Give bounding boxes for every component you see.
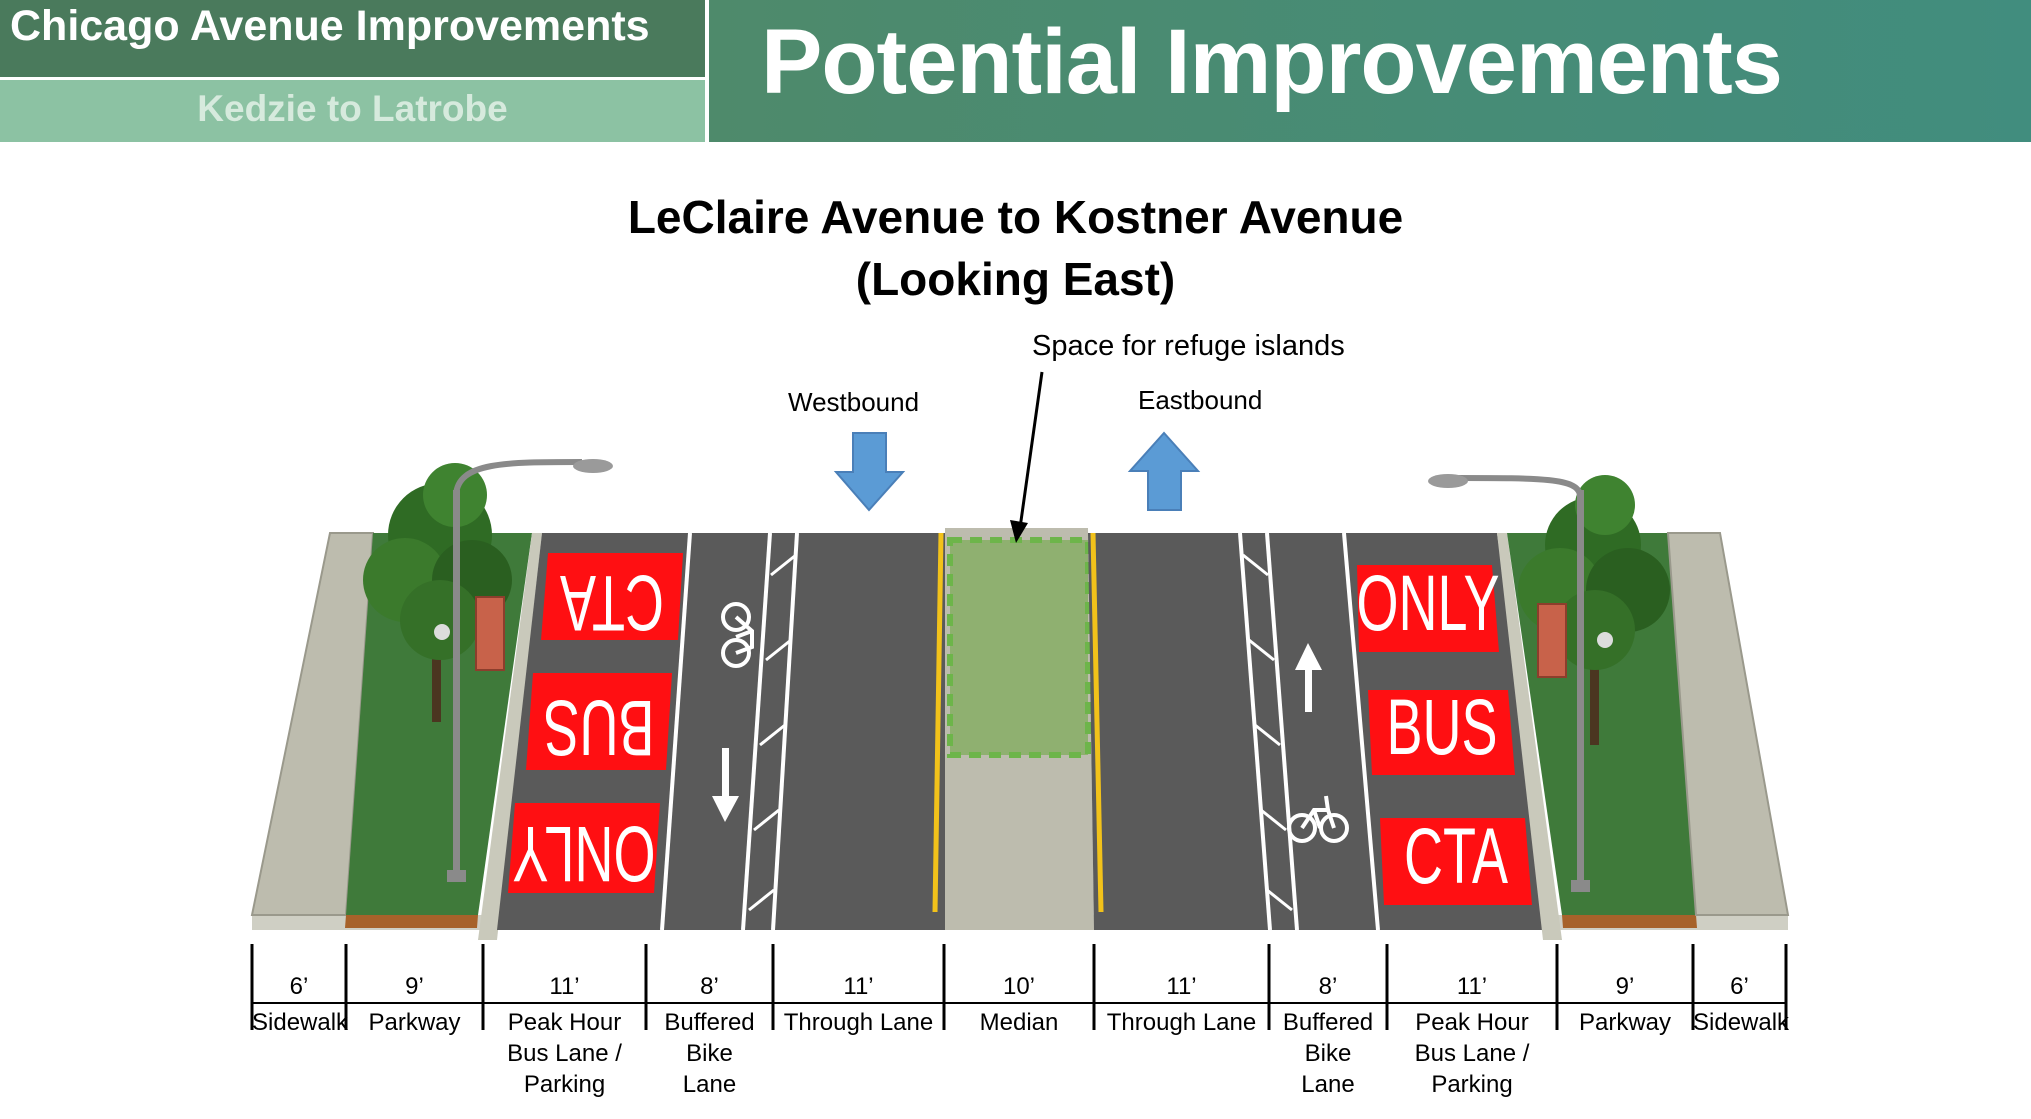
- wb-bike-arrow: [712, 748, 739, 822]
- eb-pavement-text-2: BUS: [1386, 684, 1497, 772]
- eb-bus-block-2: [1368, 690, 1515, 775]
- dim-label-bus-lane-left: Peak Hour Bus Lane / Parking: [507, 1009, 622, 1098]
- center-line-right: [1090, 532, 1104, 913]
- dim-label-bike-lane-left: Buffered Bike Lane: [664, 1009, 755, 1098]
- dim-width-sidewalk-left: 6’: [289, 973, 309, 1000]
- right-parkway-edge: [1562, 915, 1697, 928]
- wb-bus-block-3: [508, 803, 660, 893]
- eb-buffer-line: [1265, 532, 1299, 931]
- eb-bus-block-1: [1357, 565, 1499, 652]
- westbound-label: Westbound: [788, 387, 920, 417]
- dimension-ticks: [250, 944, 1788, 1030]
- wb-bus-block-1: [541, 553, 683, 640]
- wb-pavement-text-2: BUS: [543, 684, 654, 772]
- segment-bar: Kedzie to Latrobe: [0, 80, 705, 142]
- eb-bus-lane-line: [1342, 532, 1380, 931]
- right-sidewalk: [1666, 532, 1790, 916]
- dim-label-parkway-right: Parkway: [1578, 1009, 1672, 1036]
- diagram-subtitle: (Looking East): [855, 253, 1176, 305]
- wb-bus-block-2: [526, 673, 672, 770]
- westbound-arrow-icon: [833, 432, 906, 512]
- dim-label-bus-lane-right: Peak Hour Bus Lane / Parking: [1414, 1009, 1530, 1098]
- center-line-left: [932, 532, 944, 913]
- header-divider: [0, 77, 705, 80]
- callout-arrowhead: [1010, 520, 1028, 543]
- right-curb: [1497, 533, 1562, 940]
- wb-pavement-text-3: ONLY: [512, 810, 655, 898]
- header-separator: [705, 0, 709, 142]
- dim-label-bike-lane-right: Buffered Bike Lane: [1282, 1009, 1374, 1098]
- dim-width-sidewalk-right: 6’: [1730, 973, 1749, 1000]
- dim-width-through-lane-left: 11’: [843, 973, 874, 1000]
- eb-pavement-text-1: ONLY: [1356, 560, 1499, 648]
- dim-width-median: 10’: [1002, 973, 1036, 1000]
- eb-bus-block-3: [1380, 818, 1532, 905]
- refuge-island-area: [947, 537, 1091, 758]
- dim-width-parkway-right: 9’: [1615, 973, 1635, 1000]
- dim-label-parkway-left: Parkway: [368, 1009, 461, 1036]
- dim-width-parkway-left: 9’: [405, 973, 424, 1000]
- right-street-light: [1428, 474, 1613, 892]
- segment-label: Kedzie to Latrobe: [197, 88, 508, 129]
- dim-width-bus-lane-right: 11’: [1456, 973, 1488, 1000]
- wb-bike-icon: [721, 602, 754, 668]
- left-street-light: [434, 459, 613, 882]
- dim-width-bus-lane-left: 11’: [549, 973, 580, 1000]
- left-curb: [478, 533, 542, 940]
- eb-buffer-hatching: [1242, 553, 1293, 912]
- wb-bike-lane-line: [741, 532, 772, 931]
- dim-width-through-lane-right: 11’: [1166, 973, 1197, 1000]
- eb-bike-lane-line: [1238, 532, 1272, 931]
- dim-label-through-lane-right: Through Lane: [1106, 1009, 1257, 1036]
- refuge-island-callout: Space for refuge islands: [1032, 330, 1345, 362]
- eastbound-arrow-icon: [1127, 431, 1201, 511]
- project-title-bar: Chicago Avenue Improvements: [0, 0, 705, 77]
- eb-pavement-text-3: CTA: [1404, 813, 1509, 901]
- callout-arrow-line: [1018, 371, 1044, 529]
- eastbound-label: Eastbound: [1138, 385, 1263, 415]
- page-title-bar: Potential Improvements: [709, 0, 2031, 142]
- dim-width-bike-lane-right: 8’: [1318, 973, 1338, 1000]
- wb-pavement-text-1: CTA: [559, 559, 664, 647]
- left-parkway-edge: [345, 915, 478, 928]
- wb-buffer-line: [771, 532, 799, 931]
- page-title: Potential Improvements: [761, 11, 1783, 113]
- dim-label-sidewalk-left: Sidewalk: [252, 1009, 349, 1036]
- wb-buffer-hatching: [748, 553, 797, 912]
- dim-label-through-lane-left: Through Lane: [783, 1009, 934, 1036]
- diagram-title: LeClaire Avenue to Kostner Avenue: [627, 191, 1404, 243]
- dim-label-median: Median: [979, 1009, 1059, 1036]
- wb-bus-lane-line: [660, 532, 692, 931]
- dim-width-bike-lane-left: 8’: [700, 973, 719, 1000]
- project-title: Chicago Avenue Improvements: [10, 2, 650, 50]
- eb-bike-arrow: [1295, 643, 1322, 712]
- eb-bike-icon: [1287, 795, 1349, 843]
- dim-label-sidewalk-right: Sidewalk: [1693, 1009, 1790, 1036]
